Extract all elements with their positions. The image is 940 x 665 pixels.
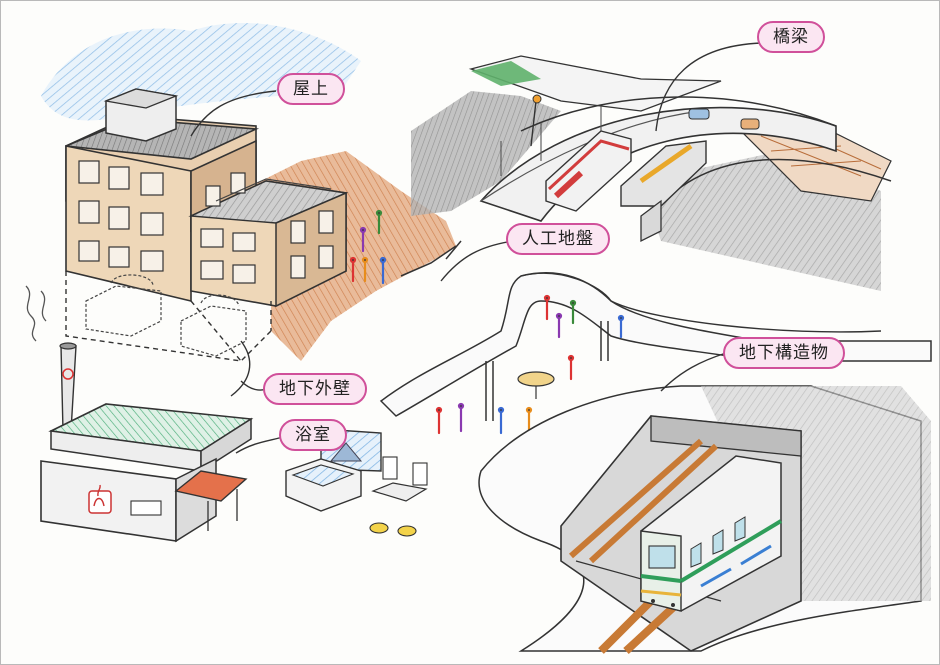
underground-structure	[478, 385, 931, 654]
river-shading	[411, 91, 561, 216]
label-rooftop: 屋上	[277, 73, 345, 105]
bathhouse	[40, 403, 254, 543]
chimney	[25, 285, 77, 432]
label-bridge: 橋梁	[757, 21, 825, 53]
basement-outline	[65, 271, 272, 362]
label-underground-structure: 地下構造物	[723, 337, 845, 369]
apartment-building	[65, 88, 349, 308]
underground-tanks	[85, 274, 247, 357]
pedestrians	[349, 209, 625, 435]
label-artificial-ground: 人工地盤	[506, 223, 610, 255]
artificial-ground-deck	[379, 272, 932, 421]
label-bathroom: 浴室	[279, 419, 347, 451]
bridge	[479, 94, 892, 243]
label-underground-wall: 地下外壁	[263, 373, 367, 405]
sky-scribble	[41, 22, 361, 121]
